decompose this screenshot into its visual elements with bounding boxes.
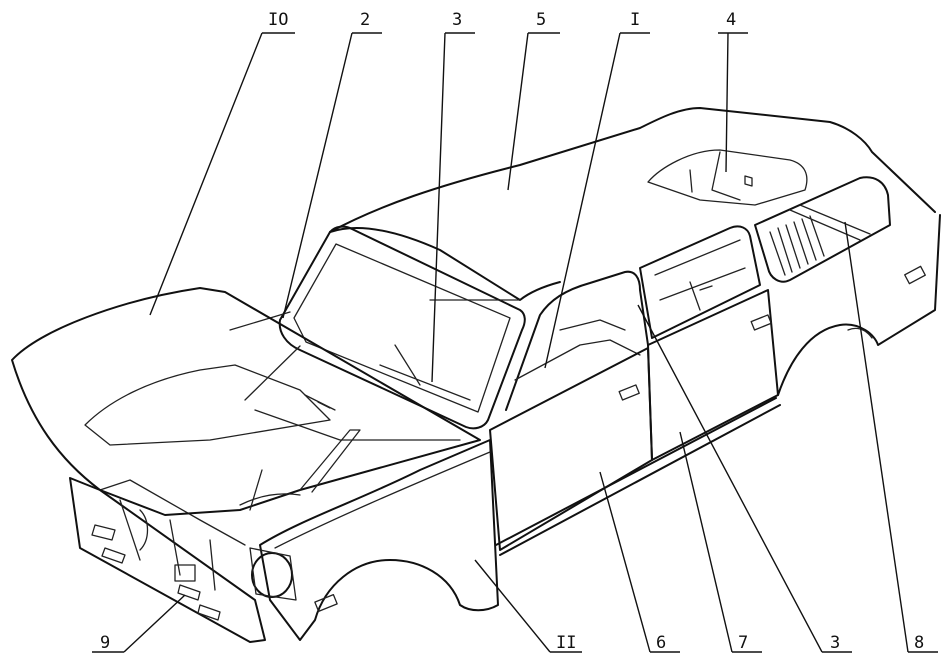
hood [11, 287, 481, 516]
callout-6: 6 [656, 633, 666, 653]
fender-side-marker [314, 593, 338, 613]
rear-door-panel [647, 289, 779, 461]
rear-quarter-window [754, 176, 891, 283]
roof-rear-inner [689, 151, 753, 201]
rear-side-marker [904, 265, 926, 285]
front-panel-openings [91, 524, 221, 621]
leader-3b [637, 304, 852, 653]
leader-7 [679, 431, 762, 653]
callout-11: II [556, 633, 576, 653]
front-door-handle [618, 384, 640, 401]
callout-4: 4 [726, 10, 736, 30]
roof-front-edge [329, 227, 561, 301]
rear-door-handle [750, 314, 772, 331]
front-fender [259, 439, 499, 641]
callout-leaders [92, 32, 938, 653]
leader-3a [431, 32, 475, 383]
hood-bulge [84, 364, 331, 446]
leader-9 [92, 594, 186, 653]
rear-wheel-arch-lip [847, 327, 873, 339]
radiator-support [99, 479, 246, 591]
car-body-drawing [11, 107, 941, 643]
body-sill [495, 397, 781, 556]
front-door-panel [489, 347, 653, 551]
rear-door-window [639, 225, 761, 339]
rear-quarter-hatching [769, 204, 871, 276]
callout-3-bottom: 3 [830, 633, 840, 653]
roof-outline [329, 107, 936, 233]
callout-labels: IO 2 3 5 I 4 9 II 6 7 3 8 [100, 10, 924, 653]
callout-2: 2 [360, 10, 370, 30]
leader-5 [507, 32, 560, 191]
callout-3-top: 3 [452, 10, 462, 30]
leader-10 [149, 32, 295, 316]
hood-hinge [304, 394, 336, 411]
headlight [251, 552, 293, 598]
windshield-frame-inner [293, 243, 511, 413]
roof-rear-opening [647, 149, 808, 206]
callout-5: 5 [536, 10, 546, 30]
rear-body-side [777, 214, 941, 396]
leader-8 [844, 221, 938, 653]
front-seat-frame [514, 319, 641, 381]
callout-7: 7 [738, 633, 748, 653]
leader-2 [282, 32, 382, 319]
rear-interior [654, 239, 746, 311]
headlight-bezel [249, 547, 297, 601]
leader-1 [544, 32, 650, 369]
front-door-opening [505, 270, 649, 411]
front-panel [69, 477, 266, 643]
front-bracket [174, 564, 196, 582]
callout-8: 8 [914, 633, 924, 653]
callout-9: 9 [100, 633, 110, 653]
callout-10: IO [268, 10, 288, 30]
leader-11 [474, 559, 582, 653]
windshield-frame-outer [278, 225, 526, 430]
leader-4 [718, 32, 748, 173]
fender-crease [274, 451, 491, 549]
leader-6 [599, 471, 680, 653]
callout-1: I [630, 10, 640, 30]
cowl-panel [229, 299, 521, 441]
engine-bay-struts [239, 429, 361, 511]
